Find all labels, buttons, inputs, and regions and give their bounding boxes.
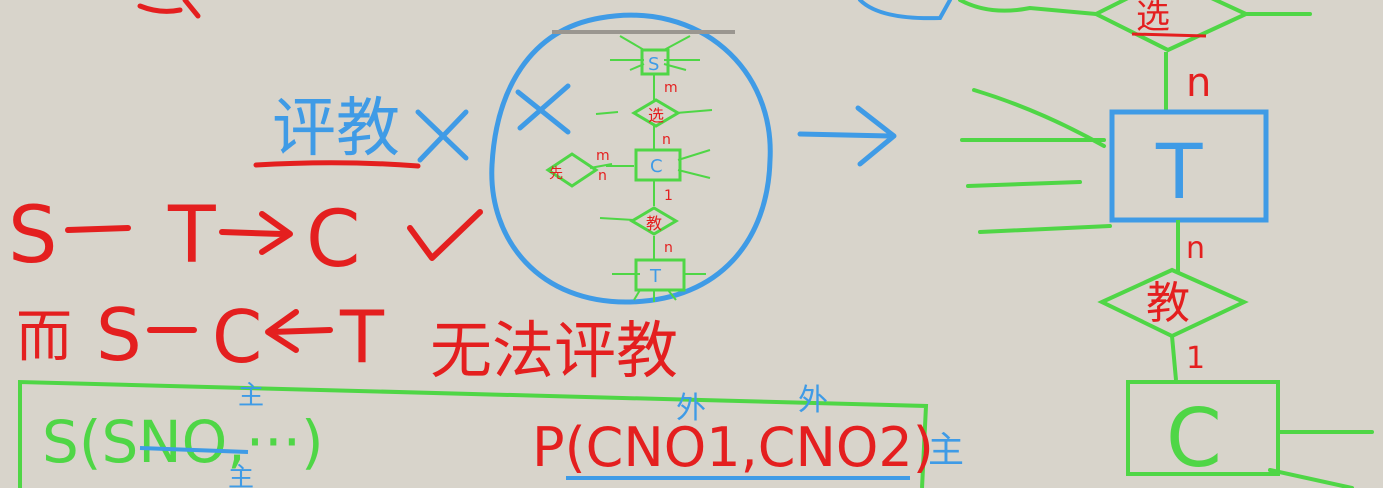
right-er-diagram: 选 n T n 教 1 C — [960, 0, 1374, 488]
left-notes: 评教 S T C 而 S C T 无法评教 — [8, 83, 678, 387]
heading-evaluate: 评教 — [272, 92, 400, 166]
schema-s-text: S(SNO,···) — [42, 408, 324, 476]
foreign-key-label-1: 外 — [676, 391, 706, 426]
foreign-key-label-2: 外 — [798, 383, 828, 418]
inset-card-n3: n — [664, 240, 673, 256]
right-card-select: n — [1186, 60, 1211, 106]
top-left-fragment — [137, 0, 201, 19]
right-entity-c-label: C — [1166, 392, 1222, 485]
line1-dash — [65, 225, 131, 233]
schema-box-border — [18, 379, 929, 488]
inset-relation-teach-label: 教 — [646, 214, 662, 233]
c-attribute-lines — [1268, 430, 1374, 488]
line1-s: S — [8, 191, 58, 281]
heading-underline — [253, 160, 421, 169]
schema-p-text: P(CNO1,CNO2) — [532, 416, 934, 479]
inset-side-relation — [545, 152, 599, 188]
top-right-fragment — [858, 0, 1312, 21]
line2-arrow — [265, 309, 333, 353]
schema-s-annotation-2: 主 — [228, 463, 254, 488]
inset-entity-s — [640, 48, 670, 76]
schema-s-annotation: 主 — [238, 381, 264, 411]
right-card-teach-bottom: 1 — [1186, 341, 1205, 376]
right-card-teach-top: n — [1186, 231, 1205, 266]
schema-box: S(SNO,···) 主 主 P(CNO1,CNO2) 外 外 主 — [18, 379, 964, 488]
right-relation-teach — [1097, 267, 1249, 339]
right-relation-select-label: 选 — [1136, 0, 1170, 37]
line2-s: S — [96, 293, 142, 377]
line2-suffix: 无法评教 — [430, 314, 678, 387]
line2-c: C — [212, 295, 262, 379]
inset-card-n1: n — [662, 132, 671, 148]
inset-card-m1: m — [664, 80, 678, 96]
right-entity-c — [1126, 380, 1280, 476]
line2-prefix: 而 — [16, 305, 72, 370]
inset-side-relation-label: 先 — [549, 166, 563, 182]
right-entity-t — [1109, 109, 1269, 223]
inset-circle — [489, 12, 773, 305]
inset-relation-select-label: 选 — [648, 106, 664, 125]
line2-t: T — [339, 295, 385, 379]
schema-s-pk-underline — [139, 446, 249, 454]
inset-card-m2: m — [596, 148, 610, 164]
inset-links — [589, 35, 713, 302]
line1-arrow — [219, 211, 293, 255]
inset-entity-t — [634, 258, 686, 292]
right-entity-t-label: T — [1155, 127, 1203, 216]
inset-entity-s-label: S — [648, 54, 659, 75]
inset-entity-c-label: C — [650, 156, 663, 177]
right-relation-teach-label: 教 — [1146, 278, 1190, 329]
line1-c: C — [306, 195, 360, 285]
inset-er-diagram: S 选 C 教 T 先 m n m n 1 n — [489, 12, 773, 305]
inset-card-n2: n — [598, 168, 607, 184]
inset-cardinalities: m n m n 1 n — [596, 80, 678, 256]
inset-relation-teach — [629, 206, 679, 236]
inset-card-1: 1 — [664, 188, 673, 204]
transform-arrow — [797, 105, 897, 167]
t-attribute-lines — [960, 88, 1112, 234]
x-mark-icon — [415, 83, 571, 163]
inset-entity-t-label: T — [649, 266, 662, 287]
inset-entity-c — [634, 148, 682, 182]
inset-relation-select — [631, 98, 681, 128]
primary-key-label: 主 — [928, 430, 964, 471]
line1-t: T — [167, 191, 216, 281]
check-mark-icon — [407, 209, 483, 261]
right-relation-select — [1091, 0, 1251, 53]
teach-to-c-line — [1170, 335, 1178, 381]
